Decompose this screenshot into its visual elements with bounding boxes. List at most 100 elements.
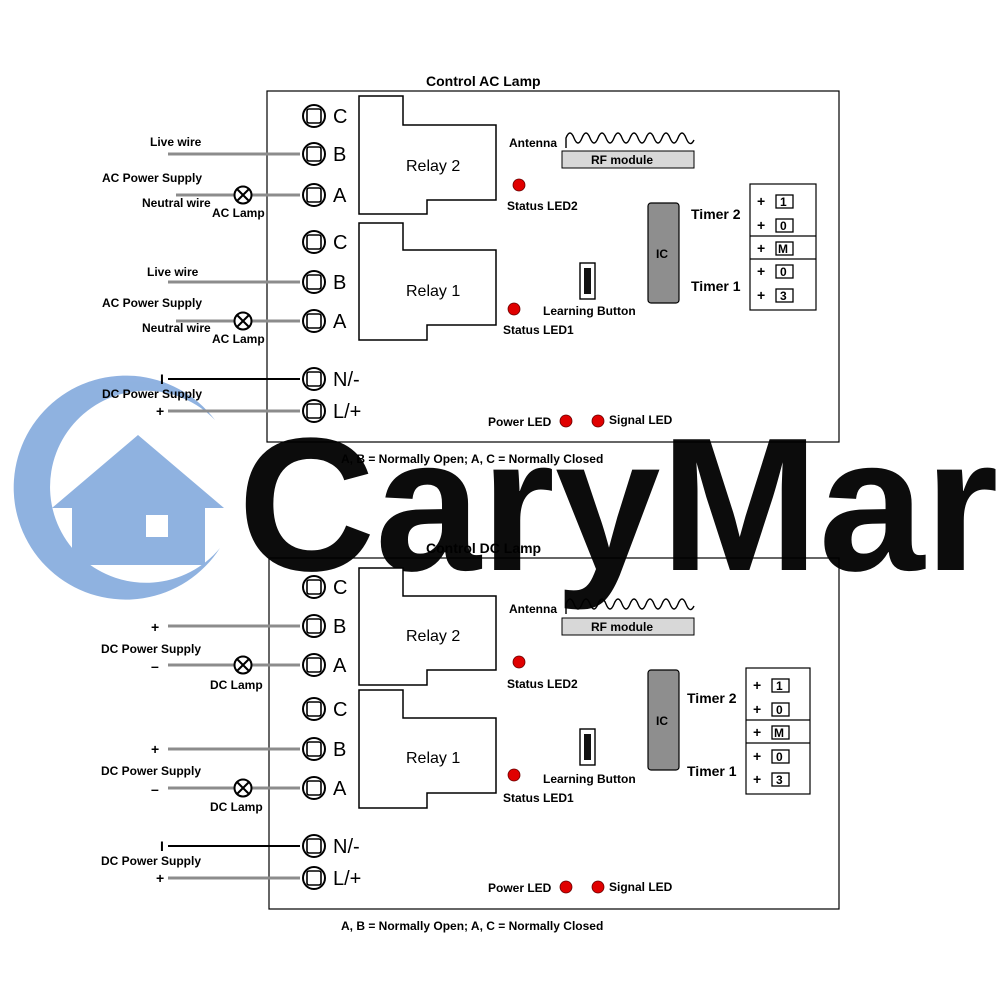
terminal-label: A xyxy=(333,655,347,677)
bottom-relay-1-label: Relay 1 xyxy=(406,750,460,767)
bottom-note: A, B = Normally Open; A, C = Normally Cl… xyxy=(341,919,603,933)
terminal-icon xyxy=(302,399,326,423)
top-diagram: Control AC Lamp Live wire AC Power Suppl… xyxy=(102,73,840,466)
dip-digit-box xyxy=(771,678,790,693)
top-signal-led-icon xyxy=(591,414,605,428)
top-signal-led-label: Signal LED xyxy=(609,413,673,427)
bottom-relay-2 xyxy=(358,567,497,686)
terminal-icon xyxy=(302,309,326,333)
dip-plus-sign: + xyxy=(753,724,761,740)
dip-plus-sign: + xyxy=(753,771,761,787)
bottom-status-led2-icon xyxy=(512,655,526,669)
terminal-label: C xyxy=(333,577,347,599)
bottom-dc-minus-label: I xyxy=(160,838,164,854)
top-status-led1-icon xyxy=(507,302,521,316)
top-timer1-label: Timer 1 xyxy=(691,278,741,294)
bottom-ic-chip xyxy=(647,669,680,771)
dip-plus-sign: + xyxy=(757,217,765,233)
top-antenna-label: Antenna xyxy=(509,136,557,150)
terminal-icon xyxy=(302,270,326,294)
bottom-dc-lamp-2-icon xyxy=(233,655,253,675)
top-dc-power-supply-label: DC Power Supply xyxy=(102,387,202,401)
dip-digit-box xyxy=(775,288,794,303)
dip-digit-box xyxy=(771,725,790,740)
terminal-icon xyxy=(302,866,326,890)
terminal-label: A xyxy=(333,311,347,333)
dip-digit: 3 xyxy=(776,773,783,787)
terminal-label: B xyxy=(333,739,346,761)
top-rf-module-label: RF module xyxy=(591,153,653,167)
bottom-dc-power-supply-label: DC Power Supply xyxy=(101,854,201,868)
top-dc-minus-label: I xyxy=(160,371,164,387)
bottom-dc-power-supply-1-label: DC Power Supply xyxy=(101,764,201,778)
top-ic-chip xyxy=(647,202,680,304)
top-live-wire-2-label: Live wire xyxy=(150,135,202,149)
top-ac-lamp-1-label: AC Lamp xyxy=(212,332,265,346)
terminal-icon xyxy=(302,183,326,207)
top-note: A, B = Normally Open; A, C = Normally Cl… xyxy=(341,452,603,466)
bottom-power-led-icon xyxy=(559,880,573,894)
dip-plus-sign: + xyxy=(753,677,761,693)
bottom-learning-button[interactable] xyxy=(579,728,596,766)
bottom-signal-led-label: Signal LED xyxy=(609,880,673,894)
top-terminal-labels: C B A C B A N/- L/+ xyxy=(333,106,361,423)
bottom-diagram: Control DC Lamp + DC Power Supply – DC L… xyxy=(101,540,840,933)
terminal-icon xyxy=(302,367,326,391)
top-dip-switch[interactable]: + 1 + 0 + M + 0 + 3 xyxy=(749,183,817,311)
terminal-label: N/- xyxy=(333,836,360,858)
bottom-wires xyxy=(168,624,300,880)
bottom-dc-lamp-2-label: DC Lamp xyxy=(210,678,263,692)
top-antenna-coil-icon xyxy=(565,132,695,148)
terminal-icon xyxy=(302,697,326,721)
bottom-relay-2-label: Relay 2 xyxy=(406,628,460,645)
dip-digit-box xyxy=(775,218,794,233)
terminal-label: C xyxy=(333,106,347,128)
bottom-antenna-coil-icon xyxy=(565,598,695,614)
bottom-dc-lamp-1-label: DC Lamp xyxy=(210,800,263,814)
top-neutral-wire-1-label: Neutral wire xyxy=(142,321,211,335)
bottom-status-led1-label: Status LED1 xyxy=(503,791,574,805)
bottom-timer1-label: Timer 1 xyxy=(687,763,737,779)
bottom-title: Control DC Lamp xyxy=(426,540,541,556)
terminal-label: A xyxy=(333,185,347,207)
bottom-terminals xyxy=(302,575,326,890)
terminal-icon xyxy=(302,653,326,677)
bottom-terminal-labels: C B A C B A N/- L/+ xyxy=(333,577,361,890)
dip-plus-sign: + xyxy=(757,193,765,209)
top-title: Control AC Lamp xyxy=(426,73,541,89)
dip-digit: 1 xyxy=(776,679,783,693)
terminal-label: A xyxy=(333,778,347,800)
top-ac-lamp-2-icon xyxy=(233,185,253,205)
bottom-dip-switch[interactable]: + 1 + 0 + M + 0 + 3 xyxy=(745,667,811,795)
bottom-plus-1-label: + xyxy=(151,741,159,757)
dip-digit: 0 xyxy=(776,703,783,717)
top-learning-button[interactable] xyxy=(579,262,596,300)
top-relay-1-label: Relay 1 xyxy=(406,283,460,300)
terminal-icon xyxy=(302,230,326,254)
top-power-led-icon xyxy=(559,414,573,428)
dip-digit-box xyxy=(775,264,794,279)
terminal-icon xyxy=(302,614,326,638)
dip-plus-sign: + xyxy=(753,701,761,717)
top-ac-lamp-1-icon xyxy=(233,311,253,331)
terminal-label: B xyxy=(333,272,346,294)
top-live-wire-1-label: Live wire xyxy=(147,265,199,279)
dip-digit-box xyxy=(771,772,790,787)
bottom-rf-module-label: RF module xyxy=(591,620,653,634)
bottom-status-led1-icon xyxy=(507,768,521,782)
top-rf-module xyxy=(561,150,695,169)
dip-digit-box xyxy=(771,702,790,717)
dip-plus-sign: + xyxy=(757,263,765,279)
top-status-led1-label: Status LED1 xyxy=(503,323,574,337)
dip-digit-box xyxy=(771,749,790,764)
top-ac-power-supply-1-label: AC Power Supply xyxy=(102,296,202,310)
terminal-label: C xyxy=(333,232,347,254)
dip-plus-sign: + xyxy=(757,240,765,256)
top-ac-power-supply-2-label: AC Power Supply xyxy=(102,171,202,185)
top-power-led-label: Power LED xyxy=(488,415,552,429)
dip-digit: 0 xyxy=(780,219,787,233)
terminal-icon xyxy=(302,737,326,761)
top-terminals xyxy=(302,104,326,423)
bottom-antenna-label: Antenna xyxy=(509,602,557,616)
